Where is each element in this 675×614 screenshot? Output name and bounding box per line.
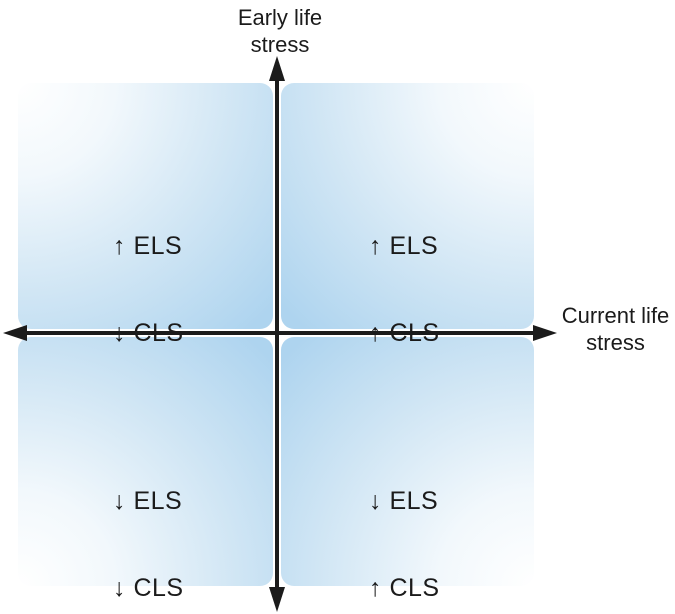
- quadrant-label-top-right-line2: ↑ CLS: [369, 319, 440, 347]
- quadrant-label-bottom-left: ↓ ELS ↓ CLS: [113, 429, 184, 614]
- y-axis-arrow-up-icon: [269, 56, 285, 81]
- quadrant-label-bottom-right-line2: ↑ CLS: [369, 574, 440, 602]
- y-axis-label: Early life stress: [195, 4, 365, 58]
- x-axis-label: Current life stress: [556, 302, 675, 356]
- y-axis-line: [275, 78, 279, 590]
- x-axis-label-line2: stress: [586, 330, 645, 355]
- quadrant-label-top-right-line1: ↑ ELS: [369, 232, 439, 260]
- quadrant-panel-bottom-left: [18, 337, 273, 586]
- quadrant-label-top-left-line1: ↑ ELS: [113, 232, 183, 260]
- x-axis-line: [22, 331, 538, 335]
- quadrant-label-bottom-right: ↓ ELS ↑ CLS: [369, 429, 440, 614]
- quadrant-label-bottom-left-line2: ↓ CLS: [113, 574, 184, 602]
- quadrant-panel-bottom-right: [281, 337, 534, 586]
- quadrant-label-bottom-left-line1: ↓ ELS: [113, 487, 183, 515]
- quadrant-label-top-right: ↑ ELS ↑ CLS: [369, 174, 440, 406]
- quadrant-label-top-left-line2: ↓ CLS: [113, 319, 184, 347]
- x-axis-label-line1: Current life: [561, 303, 670, 328]
- x-axis-arrow-right-icon: [533, 325, 557, 341]
- y-axis-arrow-down-icon: [269, 587, 285, 612]
- y-axis-label-line2: stress: [250, 32, 310, 57]
- y-axis-label-line1: Early life: [237, 5, 323, 30]
- quadrant-panel-top-left: [18, 83, 273, 329]
- quadrant-label-top-left: ↑ ELS ↓ CLS: [113, 174, 184, 406]
- quadrant-label-bottom-right-line1: ↓ ELS: [369, 487, 439, 515]
- quadrant-panel-top-right: [281, 83, 534, 329]
